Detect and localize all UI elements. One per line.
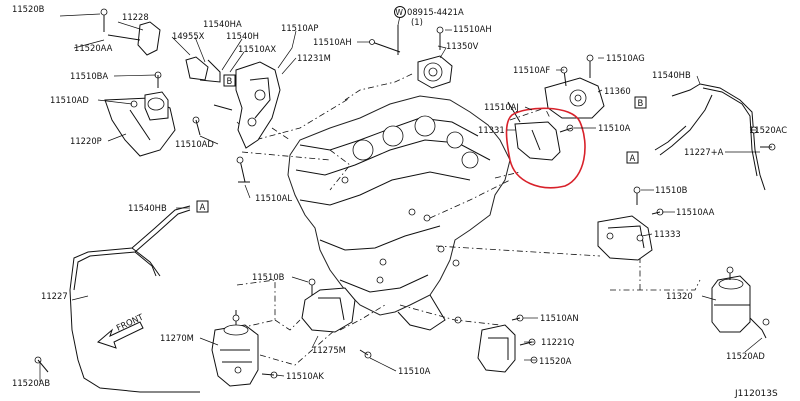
upper-bushing xyxy=(369,25,453,89)
upper-left-brackets xyxy=(100,8,281,183)
svg-text:B: B xyxy=(638,98,644,108)
label-11520AB: 11520AB xyxy=(12,378,50,388)
label-11360: 11360 xyxy=(604,86,631,96)
label-11220P: 11220P xyxy=(70,136,102,146)
label-11540HA: 11540HA xyxy=(203,19,242,29)
label-11510AL: 11510AL xyxy=(255,193,292,203)
label-11510AJ: 11510AJ xyxy=(484,102,519,112)
label-11510B-right: 11510B xyxy=(655,185,688,195)
bottom-right-mount xyxy=(711,266,770,339)
label-11510AP: 11510AP xyxy=(281,23,318,33)
ref-box-b-left: B xyxy=(223,74,236,87)
label-14955X: 14955X xyxy=(172,31,205,41)
label-11510AK: 11510AK xyxy=(286,371,324,381)
label-11510AF: 11510AF xyxy=(513,65,550,75)
svg-text:W: W xyxy=(396,8,404,17)
part-labels: 11520B 11228 11520AA 14955X 11540HA 1154… xyxy=(12,4,787,399)
label-11510A-bottom: 11510A xyxy=(398,366,431,376)
lower-right-mount xyxy=(597,186,664,261)
label-11510AG: 11510AG xyxy=(606,53,645,63)
label-11520AD: 11520AD xyxy=(726,351,765,361)
left-bottom-mount xyxy=(211,310,278,387)
upper-right-mount xyxy=(507,54,605,161)
label-11510AN: 11510AN xyxy=(540,313,579,323)
label-11227A: 11227+A xyxy=(684,147,724,157)
engine-block xyxy=(287,95,511,331)
label-11510AD-left: 11510AD xyxy=(50,95,89,105)
label-08915-4421A: 08915-4421A xyxy=(407,7,464,17)
label-11510AH-left: 11510AH xyxy=(313,37,352,47)
label-11227: 11227 xyxy=(41,291,68,301)
ref-box-a-right: A xyxy=(626,151,639,164)
svg-text:A: A xyxy=(630,153,636,163)
label-11540H: 11540H xyxy=(226,31,259,41)
label-11510B-mid: 11510B xyxy=(252,272,285,282)
label-11231M: 11231M xyxy=(297,53,331,63)
label-11510AH-right: 11510AH xyxy=(453,24,492,34)
label-11275M: 11275M xyxy=(312,345,346,355)
label-11520A: 11520A xyxy=(539,356,572,366)
hose-right xyxy=(654,83,776,191)
label-11510A-right: 11510A xyxy=(598,123,631,133)
label-11520AC: 11520AC xyxy=(749,125,787,135)
label-08915-qty: (1) xyxy=(411,17,423,27)
label-11510AX: 11510AX xyxy=(238,44,276,54)
label-11540HB-left: 11540HB xyxy=(128,203,167,213)
label-11540HB-right: 11540HB xyxy=(652,70,691,80)
center-bottom-brackets xyxy=(301,278,538,373)
ref-box-a-left: A xyxy=(196,200,209,213)
label-11350V: 11350V xyxy=(446,41,479,51)
label-11228: 11228 xyxy=(122,12,149,22)
label-11270M: 11270M xyxy=(160,333,194,343)
hose-left xyxy=(34,205,200,393)
label-11331: 11331 xyxy=(478,125,505,135)
washer-mark: W xyxy=(394,6,406,18)
label-leaders xyxy=(39,13,763,382)
label-11520AA: 11520AA xyxy=(74,43,113,53)
label-11510BA: 11510BA xyxy=(70,71,108,81)
label-11510AA-right: 11510AA xyxy=(676,207,715,217)
svg-text:A: A xyxy=(200,202,206,212)
highlight-circle xyxy=(505,107,586,189)
front-arrow-icon xyxy=(97,321,144,349)
diagram-reference-code: J112013S xyxy=(734,389,778,399)
label-11520B-top: 11520B xyxy=(12,4,45,14)
label-11510AD-mid: 11510AD xyxy=(175,139,214,149)
svg-text:B: B xyxy=(227,76,233,86)
ref-box-b-right: B xyxy=(634,96,647,109)
label-11333: 11333 xyxy=(654,229,681,239)
label-11320: 11320 xyxy=(666,291,693,301)
label-11221Q: 11221Q xyxy=(541,337,575,347)
